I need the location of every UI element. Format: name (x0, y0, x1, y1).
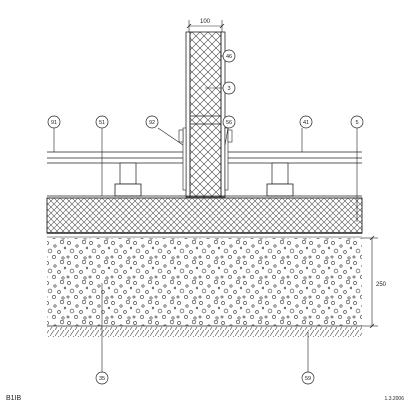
wall-width-dimension: 100 (186, 19, 225, 32)
svg-text:92: 92 (149, 120, 155, 126)
svg-text:51: 51 (99, 120, 105, 126)
callout-46: 46 (221, 49, 236, 63)
callout-41: 41 (299, 115, 313, 129)
sheet-code: B1IB (6, 395, 22, 402)
leader-lines (53, 55, 358, 372)
callout-92: 92 (145, 115, 159, 129)
insulated-wall (178, 31, 233, 198)
concrete-slab (46, 197, 363, 234)
svg-text:91: 91 (51, 120, 57, 126)
floor-structure (47, 151, 362, 197)
callout-5: 5 (350, 115, 364, 129)
callout-56: 56 (222, 115, 236, 129)
callout-3: 3 (222, 81, 236, 95)
svg-text:35: 35 (99, 376, 105, 382)
svg-text:41: 41 (303, 120, 309, 126)
soil-layer (47, 327, 362, 337)
svg-text:5: 5 (355, 120, 358, 126)
callout-91: 91 (47, 115, 61, 129)
gravel-layer (47, 238, 362, 326)
svg-text:59: 59 (305, 376, 311, 382)
gravel-depth-label: 250 (376, 282, 387, 288)
svg-text:56: 56 (226, 120, 232, 126)
wall-width-label: 100 (200, 19, 211, 25)
sheet-date: 1.3.2006 (385, 396, 405, 402)
callout-51: 51 (95, 115, 109, 129)
gravel-depth-dimension: 250 (362, 235, 387, 329)
svg-text:46: 46 (226, 54, 232, 60)
svg-text:3: 3 (227, 86, 230, 92)
callout-35: 35 (95, 371, 109, 385)
callout-59: 59 (301, 371, 315, 385)
